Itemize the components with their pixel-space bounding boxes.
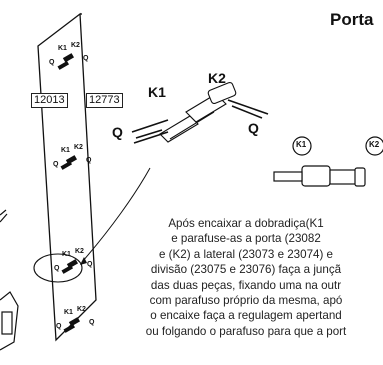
panel-q2-1: Q (83, 55, 89, 62)
label-k1: K1 (148, 84, 166, 100)
arrow-head (80, 257, 87, 265)
detail-label-k1: K1 (296, 140, 307, 149)
instruction-text: Após encaixar a dobradiça(K1 e parafuse-… (96, 216, 383, 339)
panel-k1-4: K1 (64, 309, 73, 316)
instruction-line: com parafuso próprio da mesma, apó (149, 294, 343, 308)
label-q-left: Q (112, 124, 123, 140)
part-code-a: 12013 (31, 93, 68, 108)
hinge-assembly (159, 81, 237, 143)
panel-k1-2: K1 (61, 147, 70, 154)
panel-k2-2: K2 (74, 144, 83, 151)
instruction-line: e (K2) a lateral (23073 e 23074) e (158, 247, 334, 261)
screw-left (131, 119, 169, 144)
left-edge-fragment (0, 209, 19, 351)
label-q-right: Q (248, 120, 259, 136)
panel-q1-4: Q (56, 323, 62, 330)
panel-k2-1: K2 (71, 42, 80, 49)
screw-right (227, 99, 269, 119)
highlight-circle (33, 253, 83, 283)
instruction-line: Após encaixar a dobradiça(K1 (168, 217, 324, 230)
panel-k2-4: K2 (77, 306, 86, 313)
detail-label-k2: K2 (369, 140, 380, 149)
panel-hinge-4 (63, 317, 81, 333)
page-title: Porta (330, 10, 374, 29)
pointer-arrow (81, 167, 151, 263)
panel-q2-2: Q (86, 157, 92, 164)
instruction-line: e parafuse-as a porta (23082 (171, 232, 321, 246)
panel-q2-3: Q (87, 261, 93, 268)
panel-q1-3: Q (54, 265, 60, 272)
panel-hinge-2 (60, 155, 78, 170)
panel-k1-1: K1 (58, 45, 67, 52)
panel-hinge-1 (57, 53, 75, 70)
panel-q1-1: Q (49, 59, 55, 66)
panel-k1-3: K1 (62, 251, 71, 258)
instruction-line: o encaixe faça a regulagem apertand (150, 309, 342, 323)
label-k2: K2 (208, 70, 226, 86)
panel-hinge-3 (61, 259, 79, 274)
instruction-line: divisão (23075 e 23076) faça a junçã (150, 263, 342, 277)
detail-k1-circle (292, 136, 312, 156)
panel-q2-4: Q (89, 319, 95, 326)
door-panel (37, 12, 97, 342)
panel-k2-3: K2 (75, 248, 84, 255)
instruction-line: das duas peças, fixando uma na outr (150, 278, 342, 292)
part-code-b: 12773 (86, 93, 123, 108)
detail-hinge (273, 165, 366, 187)
panel-q1-2: Q (53, 161, 59, 168)
detail-k2-circle (365, 136, 383, 156)
instruction-line: ou folgando o parafuso para que a port (145, 324, 347, 338)
